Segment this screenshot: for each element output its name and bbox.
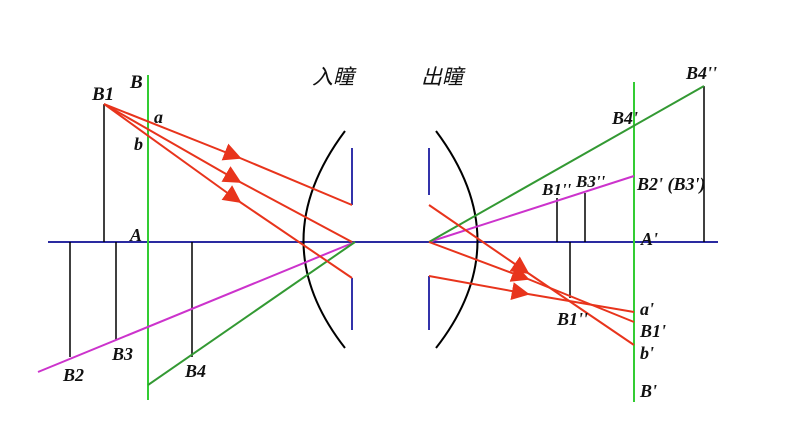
- exit-pupil-heading: 出瞳: [421, 65, 466, 89]
- label-Bprime: B': [639, 381, 657, 401]
- label-b: b: [134, 134, 143, 154]
- entrance-pupil-heading: 入瞳: [312, 65, 357, 89]
- label-B2: B2: [62, 365, 84, 385]
- red-ray-a-cont: [239, 157, 353, 206]
- red-ray-a: [103, 103, 242, 161]
- magenta-ray-left: [37, 241, 356, 373]
- label-B4p: B4': [611, 108, 638, 128]
- red-ray-out-1: [428, 204, 530, 275]
- label-bprime: b': [640, 343, 654, 363]
- label-B4: B4: [184, 361, 206, 381]
- magenta-ray-right: [428, 175, 635, 243]
- red-ray-out-3: [428, 275, 530, 300]
- label-B2p-B3p: B2' (B3'): [636, 174, 706, 195]
- red-ray-b: [103, 103, 242, 204]
- label-a: a: [154, 107, 163, 127]
- label-B3pp: B3'': [575, 172, 606, 191]
- label-B3: B3: [111, 344, 133, 364]
- label-B1pp-upper: B1'': [541, 180, 572, 199]
- label-B4pp: B4'': [685, 63, 717, 83]
- red-ray-out-2-cont: [527, 278, 635, 323]
- label-B: B: [129, 72, 143, 93]
- entrance-lens: [302, 130, 346, 349]
- red-ray-out-1-cont: [527, 272, 635, 346]
- red-ray-chief: [103, 103, 242, 183]
- label-aprime: a': [640, 299, 654, 319]
- red-ray-out-3-cont: [527, 293, 635, 313]
- label-Aprime: A': [640, 229, 658, 249]
- green-ray-left: [147, 241, 356, 386]
- red-ray-b-cont: [239, 201, 353, 279]
- label-B1: B1: [91, 84, 114, 105]
- red-ray-out-2: [428, 241, 530, 282]
- label-B1pp-lower: B1'': [556, 309, 588, 329]
- label-A: A: [129, 225, 142, 245]
- green-ray-right: [428, 85, 705, 243]
- red-ray-chief-cont: [239, 181, 353, 243]
- exit-lens: [435, 130, 479, 349]
- label-B1prime: B1': [639, 321, 666, 341]
